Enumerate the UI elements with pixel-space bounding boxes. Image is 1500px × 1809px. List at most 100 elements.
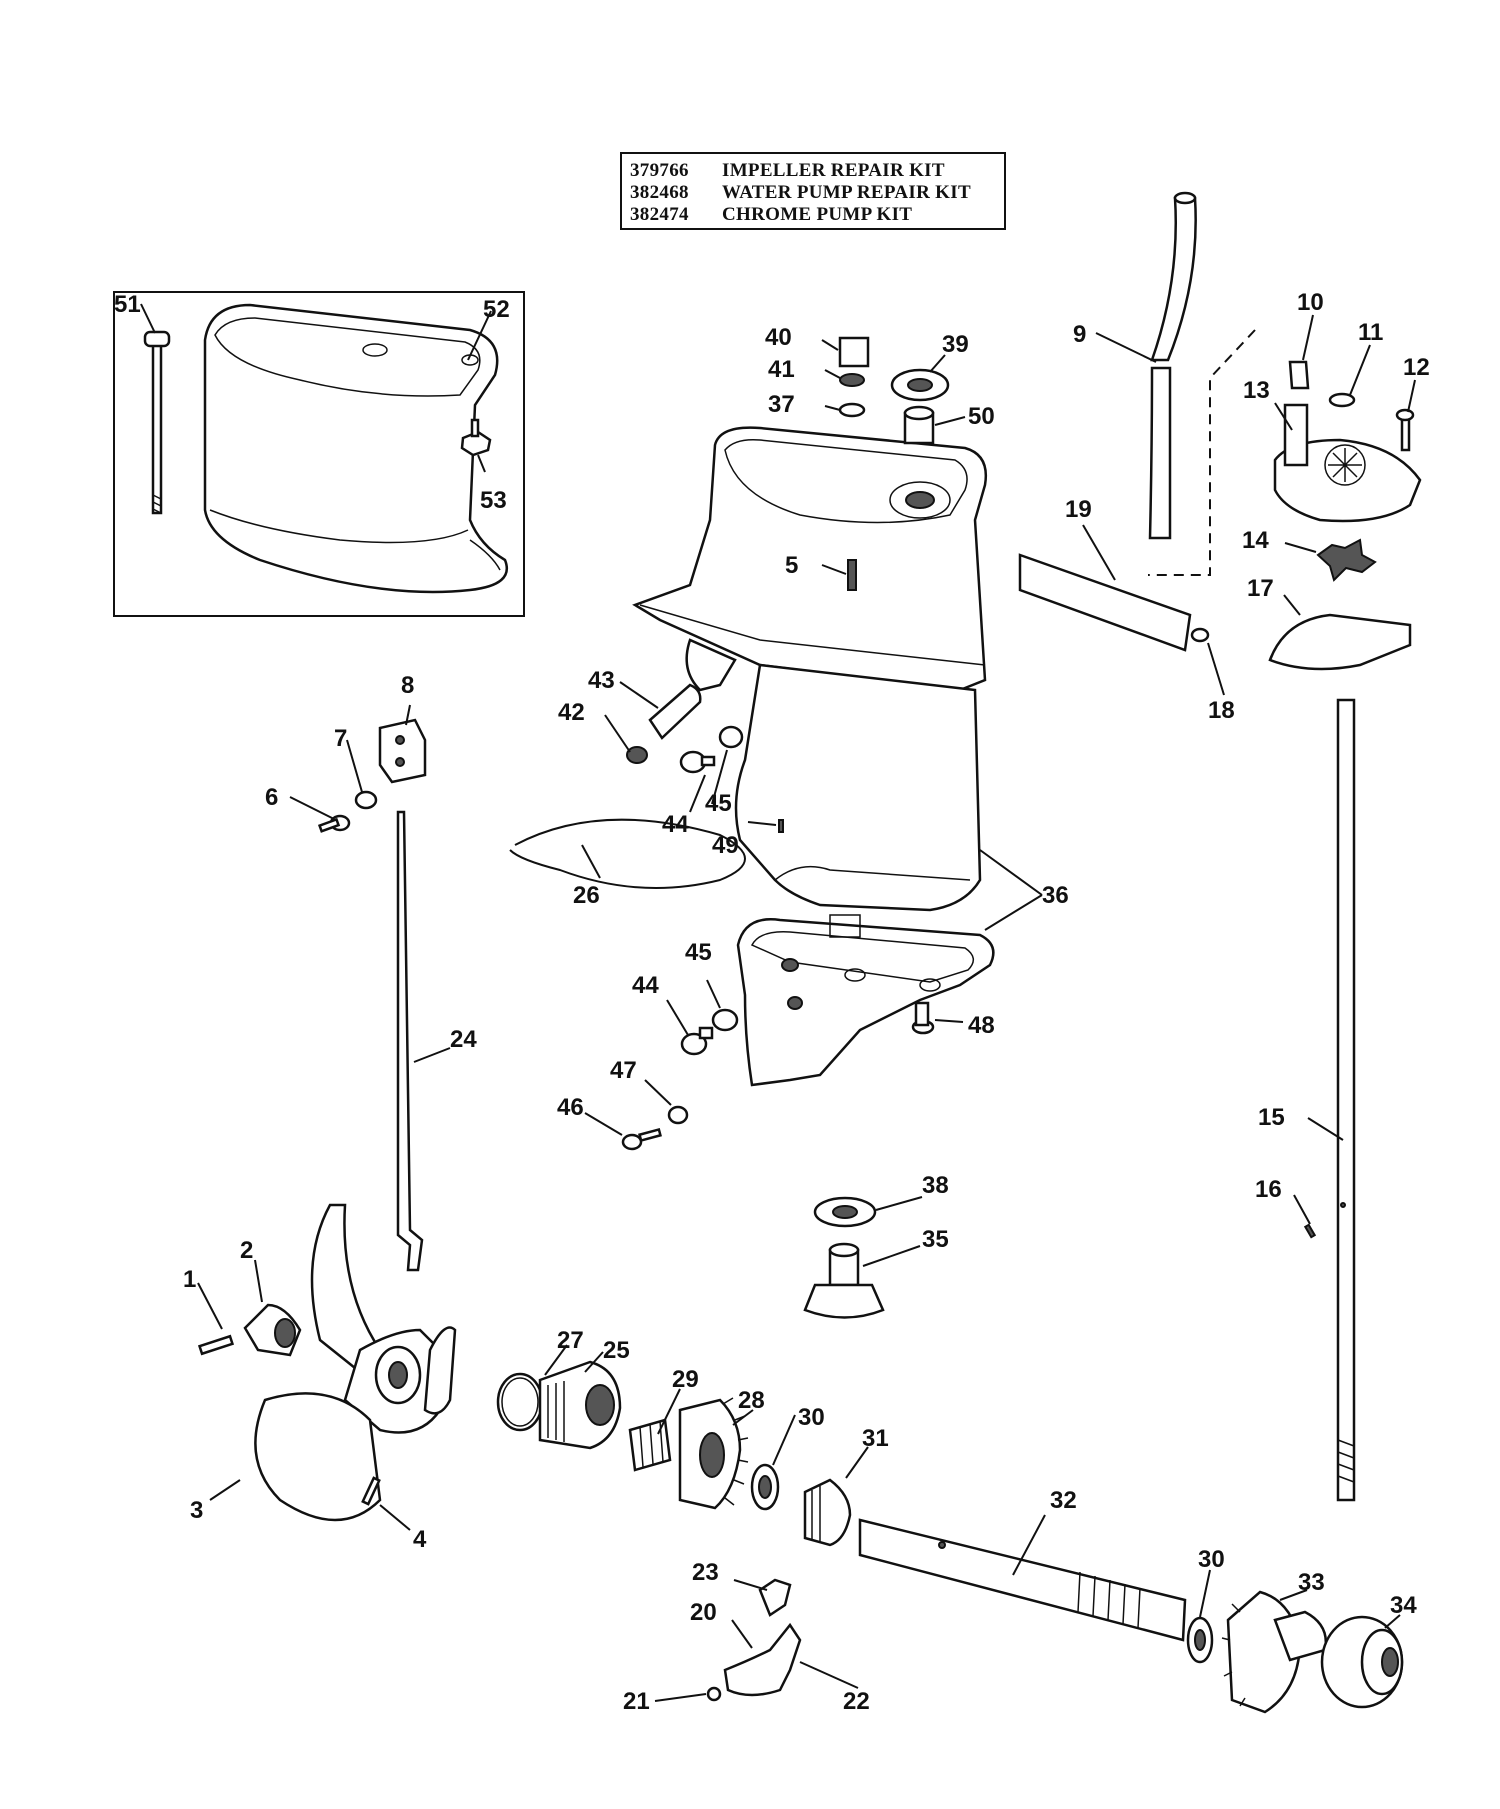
exhaust-housing-drawing (203, 303, 508, 594)
callout-label: 47 (610, 1057, 637, 1084)
callout-label: 34 (1390, 1592, 1417, 1619)
callout-label: 30 (798, 1404, 825, 1431)
callout-label: 4 (413, 1526, 427, 1553)
lower-gearcase-drawing (736, 914, 995, 1087)
kit-row: 379766 IMPELLER REPAIR KIT (630, 160, 996, 182)
callout-label: 52 (483, 296, 510, 323)
callout-label: 29 (672, 1366, 699, 1393)
screw-44-lower-drawing (680, 1026, 714, 1056)
callout-label: 33 (1298, 1569, 1325, 1596)
screw-48-drawing (911, 1001, 935, 1035)
callout-label: 10 (1297, 289, 1324, 316)
callout-label: 28 (738, 1387, 765, 1414)
propeller-shaft-32-drawing (858, 1518, 1187, 1642)
tube-43-drawing (648, 683, 702, 740)
seal-11-drawing (1328, 392, 1356, 408)
kit-number: 382468 (630, 182, 689, 203)
callout-label: 3 (190, 1497, 203, 1524)
screw-12-drawing (1395, 408, 1415, 452)
callout-label: 50 (968, 403, 995, 430)
callout-label: 6 (265, 784, 278, 811)
callout-label: 22 (843, 1688, 870, 1715)
callout-label: 45 (685, 939, 712, 966)
callout-label: 48 (968, 1012, 995, 1039)
spacer-40-drawing (838, 336, 870, 368)
screw-18-drawing (1190, 627, 1210, 643)
callout-label: 11 (1358, 319, 1383, 346)
reverse-gear-33-drawing (1221, 1590, 1328, 1714)
callout-label: 17 (1247, 575, 1274, 602)
kit-number: 379766 (630, 160, 689, 181)
shift-lever-20-drawing (723, 1622, 802, 1697)
callout-labels: 1 2 3 4 5 6 7 8 9 10 11 12 13 14 15 16 1… (114, 289, 1430, 1715)
callout-label: 1 (183, 1266, 196, 1293)
callout-label: 38 (922, 1172, 949, 1199)
callout-label: 21 (623, 1688, 650, 1715)
callout-label: 45 (705, 790, 732, 817)
grommet-10-drawing (1288, 360, 1310, 390)
callout-label: 26 (573, 882, 600, 909)
water-pump-housing-drawing (1273, 403, 1422, 523)
propeller-3-drawing (254, 1203, 457, 1522)
kit-number: 382474 (630, 204, 689, 225)
screw-5-drawing (847, 559, 857, 591)
pin-49-drawing (778, 819, 784, 833)
pin-16-drawing (1303, 1223, 1317, 1239)
callout-label: 32 (1050, 1487, 1077, 1514)
washer-38-drawing (813, 1196, 877, 1228)
washer-47-drawing (667, 1105, 689, 1125)
callout-label: 43 (588, 667, 615, 694)
plate-19-drawing (1018, 553, 1192, 652)
impeller-14-drawing (1316, 538, 1377, 582)
callout-label: 14 (1242, 527, 1269, 554)
nut-2-drawing (243, 1303, 302, 1357)
seal-39-drawing (890, 368, 950, 402)
plug-42-drawing (626, 746, 648, 764)
forward-gear-28-drawing (678, 1397, 749, 1510)
callout-label: 30 (1198, 1546, 1225, 1573)
pinion-gear-35-drawing (803, 1242, 885, 1319)
pin-21-drawing (706, 1686, 722, 1702)
callout-label: 46 (557, 1094, 584, 1121)
bearing-29-drawing (628, 1418, 672, 1472)
washer-41-drawing (839, 373, 865, 387)
callout-label: 12 (1403, 354, 1430, 381)
dashed-guide (1148, 329, 1256, 576)
callout-label: 37 (768, 391, 795, 418)
nut-37-drawing (838, 402, 866, 418)
clutch-dog-31-drawing (803, 1478, 852, 1547)
shift-arm-23-drawing (758, 1578, 792, 1617)
bolt-51-drawing (143, 330, 171, 515)
washer-45-drawing (718, 725, 744, 749)
callout-label: 15 (1258, 1104, 1285, 1131)
connector-8-drawing (378, 718, 427, 784)
callout-label: 42 (558, 699, 585, 726)
callout-label: 44 (632, 972, 659, 999)
bushing-50-drawing (903, 405, 935, 445)
drive-shaft-15-drawing (1336, 698, 1356, 1502)
kit-description: WATER PUMP REPAIR KIT (722, 182, 971, 203)
bearing-housing-25-drawing (538, 1360, 622, 1450)
plate-17-drawing (1268, 613, 1412, 671)
o-ring-27-drawing (496, 1372, 544, 1432)
callout-label: 53 (480, 487, 507, 514)
callout-label: 16 (1255, 1176, 1282, 1203)
callout-label: 40 (765, 324, 792, 351)
callout-label: 39 (942, 331, 969, 358)
pin-4-drawing (361, 1476, 381, 1506)
callout-label: 23 (692, 1559, 719, 1586)
bearing-34-drawing (1320, 1615, 1404, 1709)
callout-label: 31 (862, 1425, 889, 1452)
screw-53-drawing (460, 418, 492, 457)
callout-label: 5 (785, 552, 798, 579)
inset-frame (113, 291, 525, 617)
kit-description: IMPELLER REPAIR KIT (722, 160, 945, 181)
shift-rod-24-drawing (396, 810, 424, 1272)
leader-lines (140, 303, 1416, 1702)
callout-label: 24 (450, 1026, 477, 1053)
kit-description: CHROME PUMP KIT (722, 204, 913, 225)
washer-7-drawing (354, 790, 378, 810)
callout-label: 18 (1208, 697, 1235, 724)
screw-46-drawing (621, 1127, 662, 1151)
